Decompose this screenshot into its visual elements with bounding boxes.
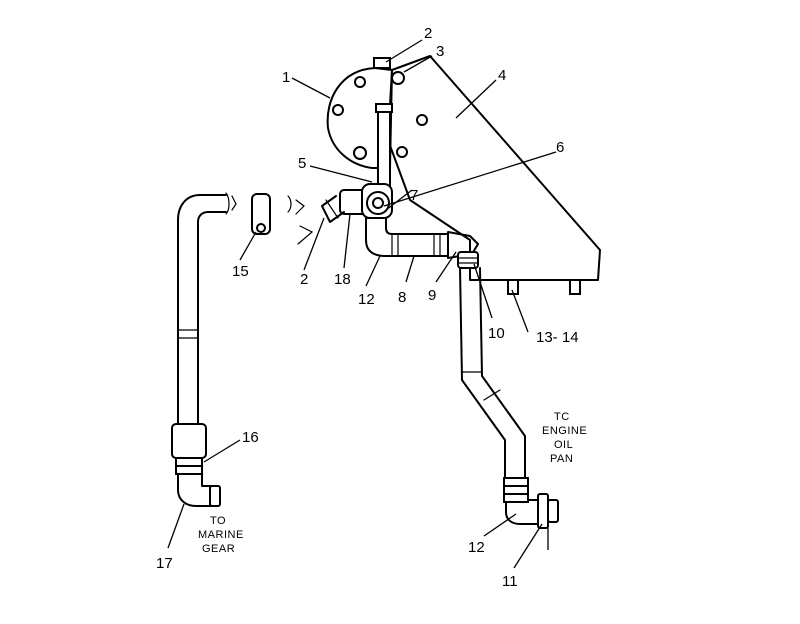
note-oil-pan-line-2: ENGINE — [542, 425, 587, 437]
note-marine-gear-line-2: MARINE — [198, 529, 244, 541]
callout-10: 10 — [488, 325, 505, 342]
callout-7: 7 — [410, 187, 418, 204]
callout-17: 17 — [156, 555, 173, 572]
callouts: 1 2 3 4 5 6 7 2 18 12 8 9 10 13- 14 15 1… — [156, 25, 579, 590]
marine-gear-hose — [171, 192, 314, 507]
callout-18: 18 — [334, 271, 351, 288]
leader-lines — [167, 39, 557, 569]
note-marine-gear-line-3: GEAR — [202, 543, 235, 555]
pump-housing — [326, 57, 393, 169]
callout-2-top: 2 — [424, 25, 432, 42]
callout-6: 6 — [556, 139, 564, 156]
note-oil-pan-line-4: PAN — [550, 453, 573, 465]
note-marine-gear-line-1: TO — [210, 515, 226, 527]
valve-assembly — [321, 103, 393, 223]
callout-3: 3 — [436, 43, 444, 60]
callout-15: 15 — [232, 263, 249, 280]
bracket — [387, 55, 601, 295]
callout-4: 4 — [498, 67, 506, 84]
callout-12-lower: 12 — [468, 539, 485, 556]
elbow-and-hose — [365, 217, 479, 269]
callout-11: 11 — [502, 573, 518, 590]
callout-9: 9 — [428, 287, 436, 304]
callout-1: 1 — [282, 69, 290, 86]
callout-16: 16 — [242, 429, 259, 446]
callout-8: 8 — [398, 289, 406, 306]
note-engine-oil-pan: TC ENGINE OIL PAN — [542, 411, 587, 465]
callout-13-14: 13- 14 — [536, 329, 579, 346]
note-oil-pan-line-1: TC — [554, 411, 570, 423]
callout-2-lower: 2 — [300, 271, 308, 288]
callout-5: 5 — [298, 155, 306, 172]
oil-pan-hose — [459, 267, 559, 529]
callout-12-upper: 12 — [358, 291, 375, 308]
note-oil-pan-line-3: OIL — [554, 439, 573, 451]
note-marine-gear: TO MARINE GEAR — [198, 515, 244, 555]
